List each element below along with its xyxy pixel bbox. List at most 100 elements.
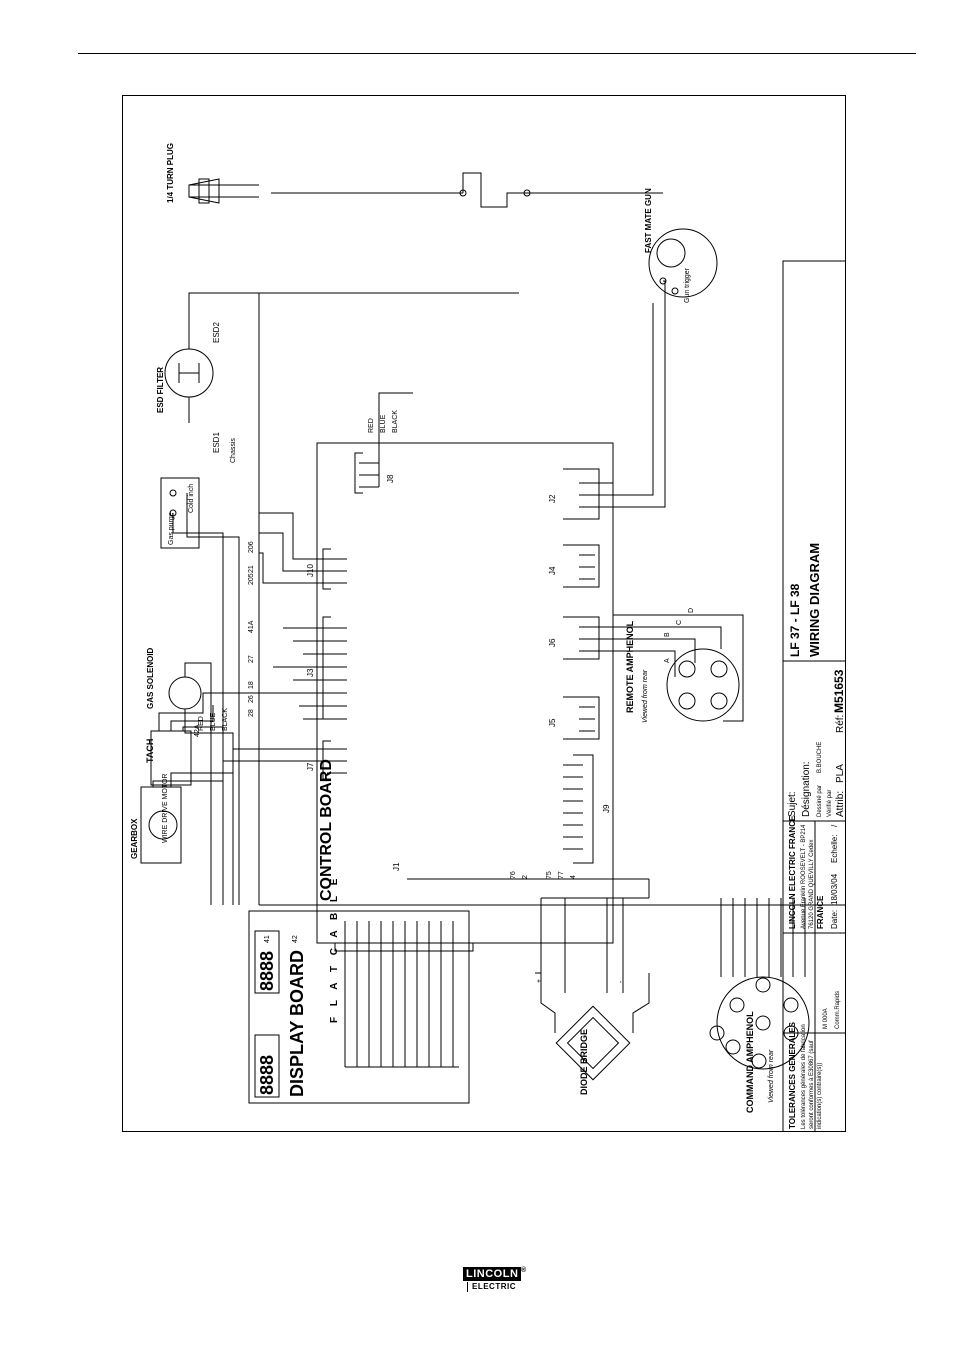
- display-board-outline: [248, 910, 470, 1104]
- tolerances-text-1: Les tolérances générales de fabrication: [801, 1024, 807, 1129]
- company-name: LINCOLN ELECTRIC FRANCE: [788, 815, 797, 929]
- wire-red-j8-label: RED: [368, 418, 375, 433]
- scale-label: Echelle:: [830, 835, 839, 863]
- j9-label: J9: [602, 804, 611, 813]
- logo-registered-mark: ®: [521, 1267, 527, 1274]
- remote-amphenol-outline: [666, 648, 740, 722]
- diode-bridge: [555, 1005, 631, 1081]
- date-value: 18/03/04: [830, 873, 839, 905]
- gas-solenoid-label: GAS SOLENOID: [146, 647, 155, 709]
- designation-value: WIRING DIAGRAM: [807, 543, 822, 657]
- j9-connector: [563, 754, 594, 864]
- company-address-1: Avenue Franklin ROOSEVELT - BP214: [801, 824, 807, 929]
- j3-connector: [322, 616, 347, 720]
- fast-mate-gun-outline: [648, 228, 718, 298]
- attrib-value: PLA: [835, 764, 846, 783]
- j7-label: J7: [306, 762, 315, 771]
- viewed-from-rear-remote: Viewed from rear: [642, 669, 649, 723]
- wire-black-j8-label: BLACK: [392, 410, 399, 433]
- wire-28-label: 28: [248, 709, 255, 717]
- j1-connector: [334, 933, 474, 957]
- wire-76-label: 76: [510, 871, 517, 879]
- esd1-label: ESD1: [212, 432, 221, 453]
- gearbox-box: [140, 786, 182, 864]
- wire-42-label: 42: [292, 935, 299, 943]
- wire-26-label: 26: [248, 695, 255, 703]
- control-board-outline: [316, 442, 614, 944]
- logo-bar: [467, 1282, 468, 1292]
- gas-purge-box: [160, 477, 200, 549]
- j4-label: J4: [548, 566, 557, 575]
- j2-label: J2: [548, 494, 557, 503]
- gas-purge-label: Gas purge: [168, 512, 175, 545]
- ref-label: Réf:: [835, 715, 846, 733]
- command-amphenol-label: COMMAND AMPHENOL: [745, 1011, 755, 1113]
- lincoln-electric-logo: LINCOLN ® ELECTRIC: [463, 1267, 529, 1295]
- command-amphenol-wires: [720, 898, 806, 977]
- wire-205-label: 205: [248, 573, 255, 585]
- wire-4-label: 4: [570, 875, 577, 879]
- esd-filter-label: ESD FILTER: [156, 367, 165, 413]
- fast-mate-gun-label: FAST MATE GUN: [644, 188, 653, 253]
- wire-41-label: 41: [264, 935, 271, 943]
- tolerances-title: TOLERANCES GENERALES: [788, 1021, 797, 1129]
- gun-trigger-label: Gun trigger: [684, 267, 691, 303]
- wire-21-label: 21: [248, 565, 255, 573]
- drawn-by-value: B.BOUCHE: [817, 742, 823, 773]
- cold-inch-label: Cold inch: [188, 484, 195, 513]
- wire-drive-motor-label: WIRE DRIVE MOTOR: [162, 774, 169, 843]
- flat-cable-label: F L A T C A B L E: [329, 875, 340, 1023]
- designation-label: Désignation:: [801, 761, 812, 817]
- wire-18-label: 18: [248, 681, 255, 689]
- company-country: FRANCE: [816, 895, 825, 929]
- command-amphenol-outline: [716, 976, 810, 1070]
- wire-black-tach-label: BLACK: [222, 708, 229, 731]
- j6-connector: [563, 616, 613, 660]
- company-address-2: 76120 GRAND QUEVILLY Cedex: [809, 840, 815, 930]
- tolerances-text-2: seront conformes à E30867 (sauf: [809, 1040, 815, 1129]
- wire-red-tach-label: RED: [198, 716, 205, 731]
- display-digits-right: 8888: [257, 951, 277, 991]
- drawn-by-label: Dessiné par: [817, 785, 823, 817]
- j7-connector: [322, 740, 347, 780]
- gearbox-label: GEARBOX: [130, 818, 139, 859]
- tach-label: TACH: [145, 739, 155, 763]
- small-cell-1: M 000A: [823, 1008, 829, 1029]
- viewed-from-rear-command: Viewed from rear: [768, 1049, 775, 1103]
- wire-minus-label: -: [618, 980, 625, 983]
- logo-top-text: LINCOLN: [463, 1267, 522, 1281]
- esd2-label: ESD2: [212, 322, 221, 343]
- wire-plus-label: +: [536, 979, 543, 983]
- small-cell-2: Comm.Rapids: [835, 991, 841, 1029]
- wiring-diagram: CONTROL BOARD DISPLAY BOARD 8888 8888 F …: [130, 143, 846, 1131]
- wire-b-label: B: [664, 632, 671, 637]
- wire-206-label: 206: [248, 541, 255, 553]
- j6-label: J6: [548, 638, 557, 647]
- wire-27-label: 27: [248, 655, 255, 663]
- plug-label: 1/4 TURN PLUG: [166, 143, 175, 203]
- wire-blue-j8-label: BLUE: [380, 414, 387, 433]
- wire-2-label: 2: [522, 875, 529, 879]
- scale-value: /: [830, 824, 839, 827]
- j2-connector: [563, 468, 613, 520]
- wiring-diagram-sheet: CONTROL BOARD DISPLAY BOARD 8888 8888 F …: [123, 96, 846, 1131]
- wire-77-label: 77: [558, 871, 565, 879]
- chassis-label: Chassis: [230, 438, 237, 463]
- display-board-label: DISPLAY BOARD: [287, 950, 307, 1097]
- j4-connector: [563, 544, 600, 588]
- remote-amphenol-label: REMOTE AMPHENOL: [625, 620, 635, 713]
- wire-42a-label: 42A: [194, 724, 201, 737]
- wire-a-label: A: [664, 658, 671, 663]
- j5-label: J5: [548, 718, 557, 727]
- j8-connector: [354, 452, 379, 494]
- attrib-label: Attrib:: [835, 791, 846, 817]
- checked-by-label: Vérifié par: [827, 790, 833, 817]
- diode-bridge-label: DIODE BRIDGE: [579, 1029, 589, 1095]
- title-block: TOLERANCES GENERALES Les tolérances géné…: [782, 260, 846, 1131]
- gas-solenoid-outline: [168, 676, 202, 710]
- wire-blue-tach-label: BLUE: [210, 712, 217, 731]
- wire-75-label: 75: [546, 871, 553, 879]
- ref-value: M51653: [832, 669, 846, 713]
- j10-connector: [322, 548, 347, 590]
- subject-value: LF 37 - LF 38: [788, 583, 802, 657]
